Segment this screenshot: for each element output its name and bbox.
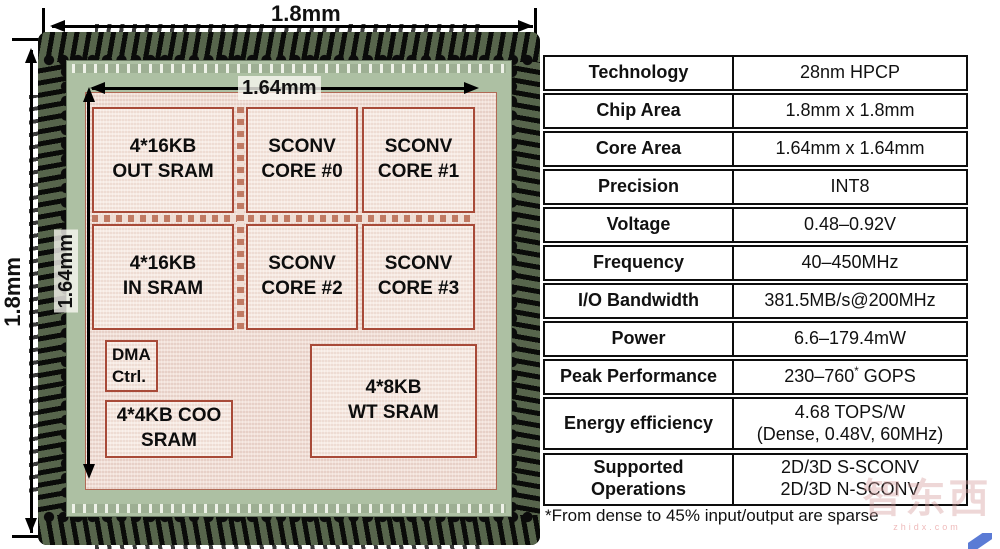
spec-value-power: 6.6–179.4mW — [793, 327, 907, 348]
bond-wires-outer-top — [95, 24, 485, 33]
spec-label-technology: Technology — [545, 57, 734, 89]
spec-value-voltage: 0.48–0.92V — [803, 213, 897, 234]
arrowhead-right-icon — [464, 81, 479, 94]
bond-wires-outer-left — [29, 95, 38, 495]
spec-value-technology: 28nm HPCP — [799, 61, 901, 82]
spec-value-chip-area: 1.8mm x 1.8mm — [785, 99, 915, 120]
spec-value-frequency: 40–450MHz — [801, 251, 899, 272]
spec-value-io-bandwidth: 381.5MB/s@200MHz — [764, 289, 936, 310]
spec-label-precision: Precision — [545, 171, 734, 203]
arrowhead-left-icon — [50, 20, 65, 32]
footnote: *From dense to 45% input/output are spar… — [545, 506, 879, 525]
dim-extension-line — [12, 535, 48, 538]
routing-strip-vertical — [237, 107, 244, 330]
spec-row-precision: Precision INT8 — [543, 169, 968, 205]
spec-row-power: Power 6.6–179.4mW — [543, 321, 968, 357]
arrowhead-up-icon — [83, 87, 95, 102]
core-height-label: 1.64mm — [54, 230, 78, 313]
spec-row-energy-efficiency: Energy efficiency 4.68 TOPS/W(Dense, 0.48… — [543, 397, 968, 450]
cropped-arrow-icon — [968, 533, 992, 549]
spec-label-voltage: Voltage — [545, 209, 734, 241]
spec-row-voltage: Voltage 0.48–0.92V — [543, 207, 968, 243]
spec-row-frequency: Frequency 40–450MHz — [543, 245, 968, 281]
core-width-label: 1.64mm — [238, 76, 321, 100]
routing-strip-horizontal — [92, 215, 475, 222]
spec-table: Technology 28nm HPCP Chip Area 1.8mm x 1.8m… — [543, 55, 968, 506]
chip-width-dimension-line — [52, 25, 533, 28]
spec-label-energy-efficiency: Energy efficiency — [545, 399, 734, 448]
spec-value-core-area: 1.64mm x 1.64mm — [775, 137, 925, 158]
spec-row-peak-performance: Peak Performance 230–760* GOPS — [543, 359, 968, 395]
spec-value-peak-performance: 230–760* GOPS — [784, 365, 916, 386]
spec-row-chip-area: Chip Area 1.8mm x 1.8mm — [543, 93, 968, 129]
arrowhead-up-icon — [25, 48, 37, 63]
arrowhead-down-icon — [83, 464, 95, 479]
core-height-dimension-line — [87, 101, 90, 464]
spec-label-peak-performance: Peak Performance — [545, 361, 734, 393]
spec-row-technology: Technology 28nm HPCP — [543, 55, 968, 91]
spec-label-power: Power — [545, 323, 734, 355]
spec-label-chip-area: Chip Area — [545, 95, 734, 127]
spec-label-io-bandwidth: I/O Bandwidth — [545, 285, 734, 317]
spec-label-frequency: Frequency — [545, 247, 734, 279]
chip-height-dimension-line — [30, 50, 33, 533]
spec-value-energy-efficiency: 4.68 TOPS/W(Dense, 0.48V, 60MHz) — [756, 401, 944, 444]
dim-extension-line — [42, 8, 45, 44]
bond-wires-outer-bottom — [95, 544, 485, 549]
arrowhead-down-icon — [25, 518, 37, 533]
arrowhead-right-icon — [518, 20, 533, 32]
spec-value-precision: INT8 — [830, 175, 870, 196]
spec-label-core-area: Core Area — [545, 133, 734, 165]
dim-extension-line — [12, 38, 48, 41]
chip-width-label: 1.8mm — [266, 3, 346, 25]
chip-height-label: 1.8mm — [0, 252, 25, 332]
dim-extension-line — [534, 8, 537, 44]
spec-row-io-bandwidth: I/O Bandwidth 381.5MB/s@200MHz — [543, 283, 968, 319]
spec-row-core-area: Core Area 1.64mm x 1.64mm — [543, 131, 968, 167]
